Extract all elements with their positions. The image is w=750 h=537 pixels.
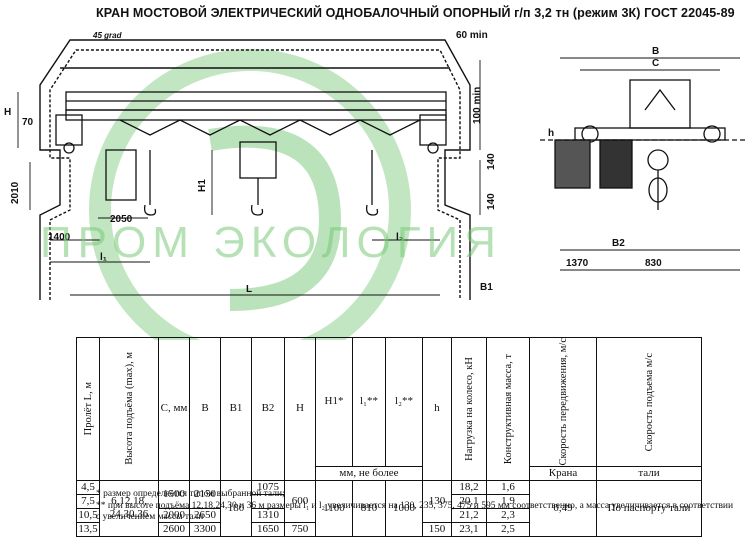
hdr-speed-lift: Скорость подъема м/с (643, 352, 655, 451)
cell-hh-1: 130 (422, 479, 452, 523)
label-B1: B1 (480, 282, 493, 293)
cell-b-2: 2650 (189, 507, 221, 523)
cell-b1: 180 (220, 479, 252, 537)
label-2010: 2010 (10, 181, 21, 204)
cell-span-3: 10,5 (76, 507, 100, 523)
hdr-lift: Высота подъёма (max), м (123, 352, 135, 466)
label-140a: 140 (486, 153, 497, 170)
label-B2: B2 (612, 238, 625, 249)
label-1400: 1400 (48, 232, 71, 243)
label-60min: 60 min (456, 30, 488, 41)
label-2050: 2050 (110, 214, 133, 225)
label-L: L (246, 284, 252, 295)
cell-hh-2: 150 (422, 521, 452, 537)
label-830: 830 (645, 258, 662, 269)
hdr-b: B (189, 337, 221, 481)
cell-load-2: 20,1 (451, 493, 487, 509)
cell-mass-4: 2,5 (486, 521, 530, 537)
label-B: B (652, 46, 659, 57)
label-H1: H1 (197, 179, 208, 192)
bridge-girder (55, 91, 447, 154)
footnote-2: ** при высоте подъёма 12,18,24,30 и 36 м… (96, 500, 734, 523)
hdr-h1: H1* (315, 337, 353, 467)
watermark-letter (208, 125, 342, 311)
cell-span-1: 4,5 (76, 479, 100, 495)
building-outline (39, 39, 471, 300)
hdr-speed-move: Скорость передвижения, м/с (557, 338, 569, 466)
watermark-ring (89, 49, 411, 340)
hdr-span: Пролёт L, м (82, 382, 94, 436)
hdr-mass: Конструктивная масса, т (502, 353, 514, 464)
hdr-crane: Крана (529, 465, 597, 481)
label-l2: l₂ (396, 232, 403, 243)
label-h: h (548, 128, 554, 139)
label-1370: 1370 (566, 258, 589, 269)
cell-b-3: 3300 (189, 521, 221, 537)
label-70: 70 (22, 117, 34, 128)
cell-h-2: 750 (284, 521, 316, 537)
label-140b: 140 (486, 193, 497, 210)
label-grad: 45 grad (92, 31, 123, 40)
hdr-l1: l₁** (352, 337, 386, 467)
cell-b2-1: 1075 (251, 479, 285, 495)
label-H: H (4, 107, 11, 118)
cell-lift: 6,12,18, 24,30,36 (99, 479, 159, 537)
page-title: КРАН МОСТОВОЙ ЭЛЕКТРИЧЕСКИЙ ОДНОБАЛОЧНЫЙ… (96, 6, 735, 20)
side-view (540, 79, 745, 210)
cell-b2-2: 1310 (251, 507, 285, 523)
watermark-text: ПРОМ ЭКОЛОГИЯ (40, 218, 502, 267)
hdr-c: C, мм (158, 337, 190, 481)
hdr-load: Нагрузка на колесо, кН (463, 356, 475, 461)
hdr-l2: l₂** (385, 337, 423, 467)
cell-b2-3: 1650 (251, 521, 285, 537)
label-l1: l₁ (100, 252, 107, 263)
footnote-1: * размер определяется типом выбранной та… (96, 489, 285, 499)
hoist (105, 141, 379, 216)
hdr-hoist: тали (596, 465, 702, 481)
hdr-hh: h (422, 337, 452, 481)
cell-span-4: 13,5 (76, 521, 100, 537)
footnotes: * размер определяется типом выбранной та… (96, 489, 736, 524)
cell-c-3: 2600 (158, 521, 190, 537)
crane-drawing: 45 grad 60 min H 70 100 min 2010 H1 2050… (4, 30, 745, 340)
cell-load-4: 23,1 (451, 521, 487, 537)
hdr-no-more: мм, не более (315, 465, 423, 481)
cell-speed-hoist: По паспорту тали (596, 479, 702, 537)
label-100min: 100 min (472, 87, 483, 124)
hdr-b2: B2 (251, 337, 285, 481)
cell-b-1: 2150 (189, 479, 221, 509)
hdr-b1: B1 (220, 337, 252, 481)
label-C: C (652, 58, 659, 69)
dimension-lines (17, 57, 740, 296)
hdr-h: H (284, 337, 316, 481)
